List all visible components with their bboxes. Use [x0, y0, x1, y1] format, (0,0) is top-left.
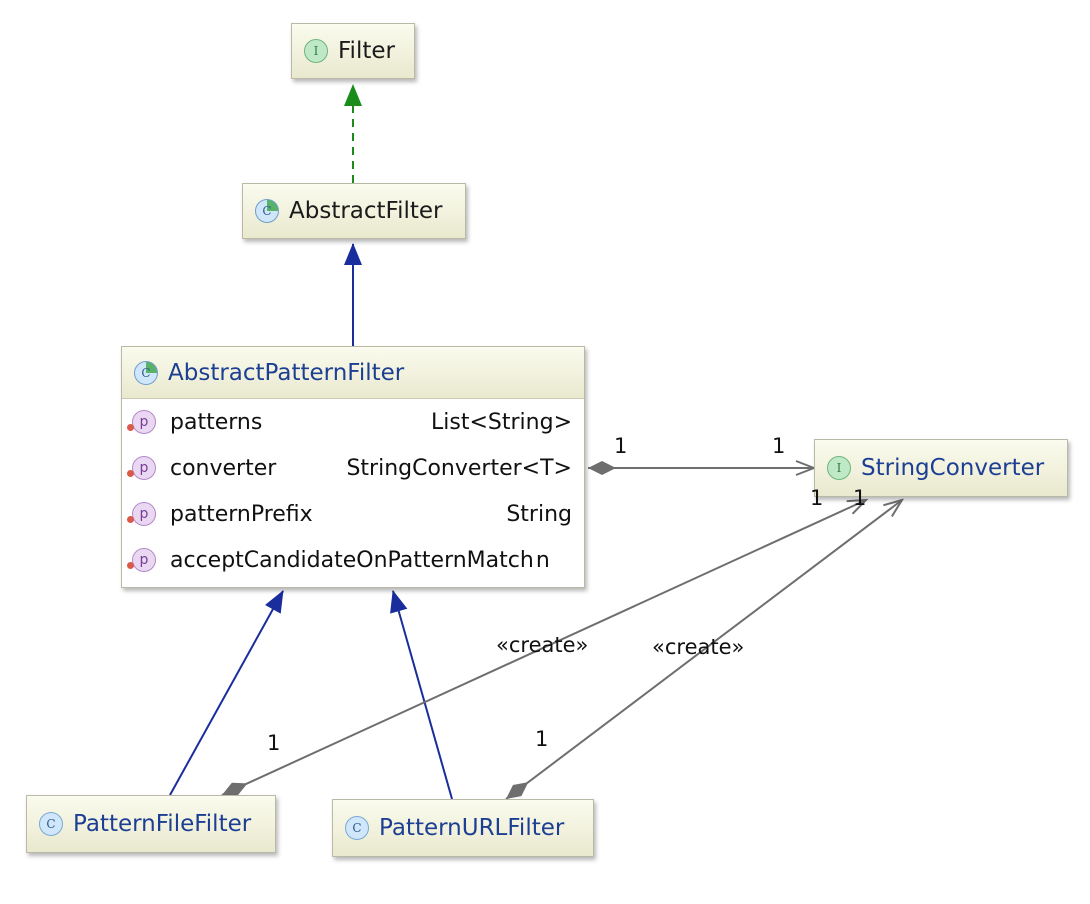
patternurlfilter-title: PatternURLFilter	[379, 815, 565, 841]
property-icon: p	[127, 410, 156, 434]
patternfilefilter-title: PatternFileFilter	[73, 811, 252, 837]
interface-icon: I	[827, 456, 851, 480]
multiplicity-label: 1	[614, 434, 628, 458]
field-name: acceptCandidateOnPatternMatch	[170, 547, 534, 573]
property-icon: p	[127, 502, 156, 526]
patternfilefilter-class-node[interactable]: C PatternFileFilter	[26, 795, 276, 853]
create-stereotype-label: «create»	[496, 633, 589, 657]
class-icon: C	[39, 812, 63, 836]
abstract-class-icon: C	[134, 360, 158, 385]
patternurlfilter-class-node[interactable]: C PatternURLFilter	[332, 799, 594, 857]
class-icon: C	[345, 816, 369, 840]
abstractpatternfilter-title: AbstractPatternFilter	[168, 359, 405, 386]
field-type: String	[506, 501, 572, 527]
field-row-patterns[interactable]: p patterns List<String>	[122, 399, 584, 445]
filter-interface-node[interactable]: I Filter	[291, 23, 415, 79]
interface-icon: I	[304, 39, 328, 63]
field-row-acceptcandidate[interactable]: p acceptCandidateOnPatternMatch n	[122, 537, 584, 583]
abstractpatternfilter-class-node[interactable]: C AbstractPatternFilter p patterns List<…	[121, 346, 585, 588]
field-type: n	[535, 547, 550, 573]
abstractfilter-title: AbstractFilter	[289, 198, 443, 224]
abstract-class-icon: C	[255, 199, 279, 223]
field-row-patternprefix[interactable]: p patternPrefix String	[122, 491, 584, 537]
abstractfilter-class-node[interactable]: C AbstractFilter	[242, 183, 466, 239]
field-type: StringConverter<T>	[346, 455, 572, 481]
stringconverter-title: StringConverter	[861, 455, 1045, 481]
multiplicity-label: 1	[772, 434, 786, 458]
field-name: converter	[170, 455, 277, 481]
filter-title: Filter	[338, 38, 395, 64]
generalization-arrow-patternfilefilter	[169, 590, 284, 796]
stringconverter-interface-node[interactable]: I StringConverter	[814, 439, 1068, 497]
property-icon: p	[127, 548, 156, 572]
multiplicity-label: 1	[267, 731, 281, 755]
create-stereotype-label: «create»	[652, 635, 745, 659]
field-name: patternPrefix	[170, 501, 313, 527]
field-name: patterns	[170, 409, 263, 435]
multiplicity-label: 1	[535, 727, 549, 751]
generalization-arrow-patternurlfilter	[390, 590, 453, 800]
create-link-patternurlfilter	[505, 500, 902, 800]
property-icon: p	[127, 456, 156, 480]
field-row-converter[interactable]: p converter StringConverter<T>	[122, 445, 584, 491]
multiplicity-label: 1	[810, 486, 824, 510]
multiplicity-label: 1	[853, 486, 867, 510]
field-type: List<String>	[431, 409, 572, 435]
